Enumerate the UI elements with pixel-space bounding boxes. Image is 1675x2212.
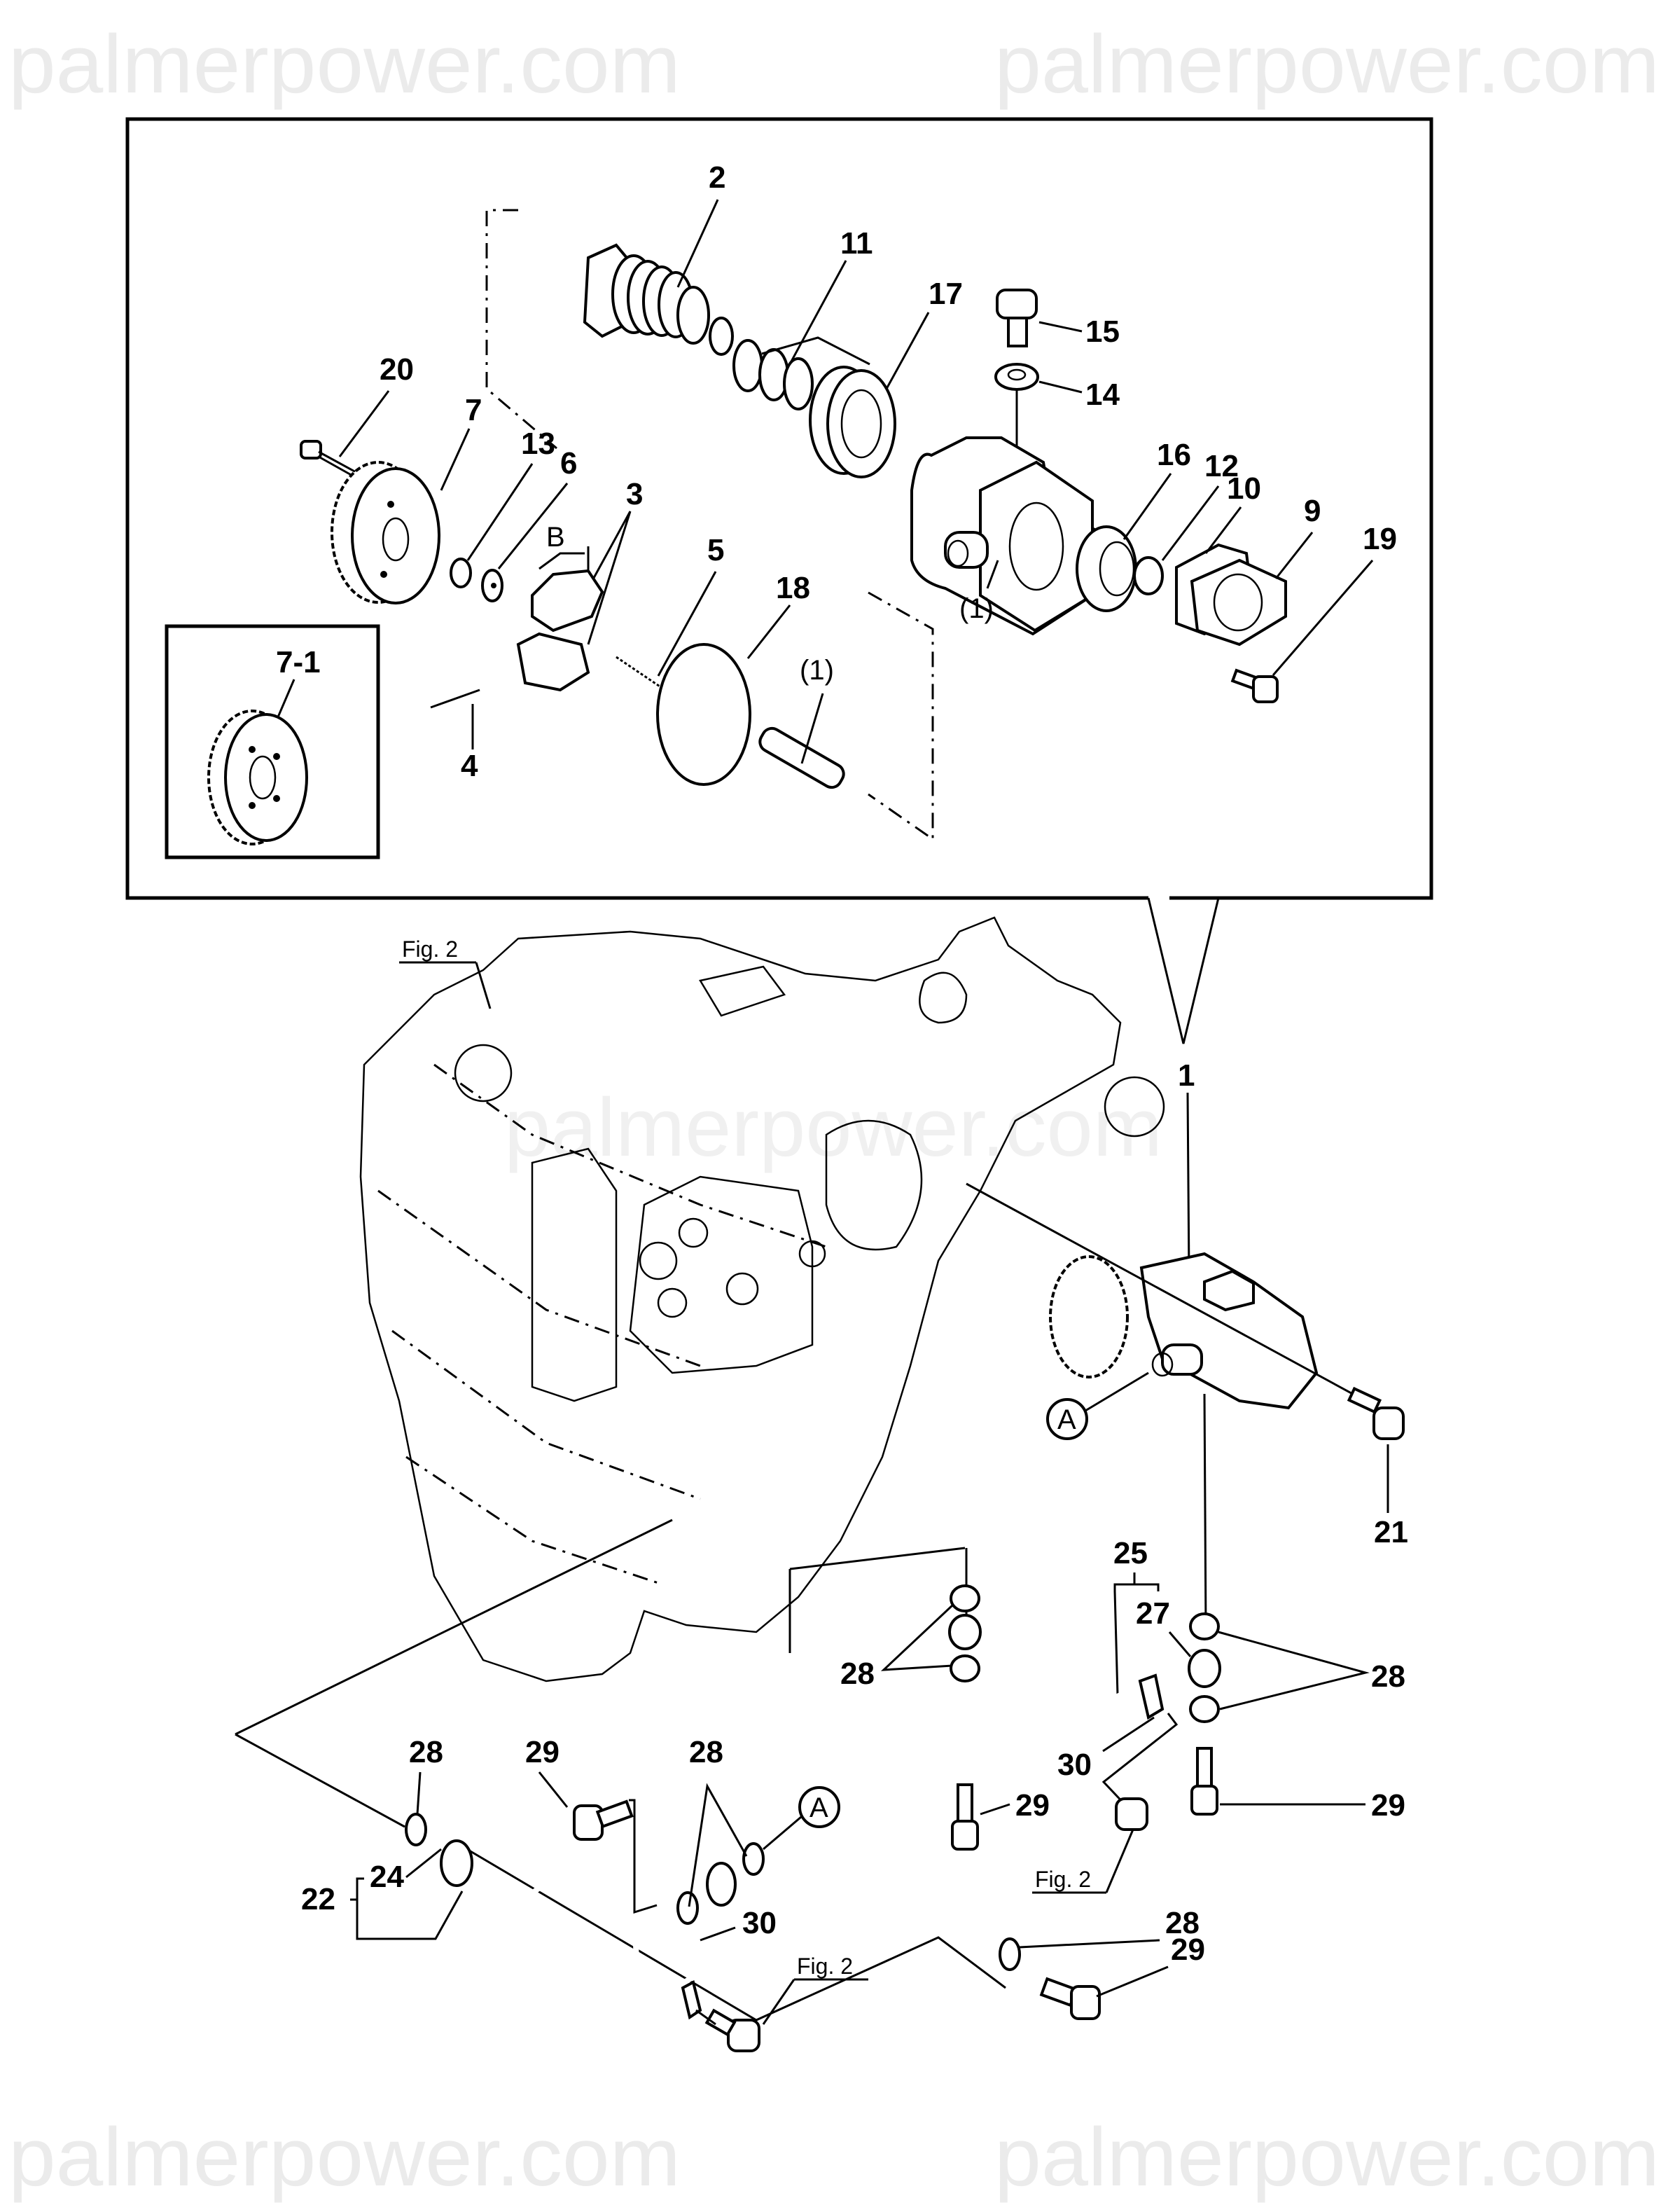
part-7-gear [331,461,440,604]
detail-pointer [1147,897,1220,1044]
callout-27: 27 [1136,1596,1170,1631]
part-1-shaft [758,726,845,789]
ref-a-lower: A [809,1792,828,1823]
washers-28-right-group [950,1584,1220,1723]
callout-30-b: 30 [742,1906,777,1940]
detail-frame [125,117,1433,1044]
part-30-bolt-left [704,2008,760,2052]
callout-15: 15 [1085,314,1120,349]
inset-gear-7-1: 7-1 [165,624,380,859]
callout-29-a: 29 [1015,1788,1050,1823]
callout-5: 5 [707,533,724,567]
callout-7-1: 7-1 [276,645,321,679]
callout-13: 13 [521,427,555,461]
part-15-plug [996,289,1038,347]
part-18-oring [656,643,751,786]
part-29-bolt-c [573,1799,634,1841]
watermark-top-left: palmerpower.com [8,18,681,111]
callout-25: 25 [1113,1536,1148,1570]
reference-circle-a-lower [798,1786,840,1828]
part-20-bolt [300,440,358,478]
reference-circle-a-upper [1046,1398,1088,1440]
fig-ref-mid[interactable]: Fig. 2 [1035,1867,1091,1892]
callout-1-shaft: (1) [800,655,834,686]
callout-18: 18 [776,571,810,605]
callout-7: 7 [465,393,482,427]
ref-a-upper: A [1057,1404,1076,1435]
part-11-rings [732,339,814,410]
callout-29-c: 29 [525,1735,560,1769]
callout-19: 19 [1363,522,1397,556]
part-16-seal [1076,525,1137,612]
part-19-bolt [1230,668,1279,703]
callout-22: 22 [301,1882,335,1916]
watermark-bottom-left: palmerpower.com [8,2111,681,2204]
watermark-bottom-right: palmerpower.com [994,2111,1660,2204]
part-4-pin [430,689,480,709]
callout-21: 21 [1374,1515,1408,1549]
callout-29-d: 29 [1171,1933,1205,1967]
callout-29-b: 29 [1371,1788,1405,1823]
callout-11: 11 [840,226,873,261]
part-13-clip [450,558,472,588]
view-b-label: B [546,522,565,553]
fig-ref-bottom[interactable]: Fig. 2 [797,1954,853,1979]
part-1-pump-assembled [1049,1252,1319,1410]
watermark-top-right: palmerpower.com [994,18,1660,111]
callout-24: 24 [370,1860,404,1894]
part-12-ring [1133,556,1164,595]
callout-28-c: 28 [409,1735,443,1769]
part-22-pipe-left [440,1811,752,2020]
callout-1-housing: (1) [959,593,994,624]
callout-17: 17 [929,277,963,311]
gear-icon [207,710,308,845]
part-29-bolt-b [1190,1747,1218,1816]
callout-16: 16 [1157,438,1191,472]
part-2-shaft [583,243,734,356]
callout-28-d: 28 [689,1735,723,1769]
callout-28-b: 28 [1371,1659,1405,1694]
part-3-weights [516,569,604,692]
callout-14: 14 [1085,378,1120,412]
watermark-middle: palmerpower.com [504,1081,1162,1174]
leader-pump-axis [966,1182,1366,1402]
part-25-pipe-right [896,1607,1235,1796]
part-30-bolt-right [1115,1797,1148,1831]
part-14-washer [994,363,1039,391]
part-29-bolt-d [1039,1977,1101,2020]
callout-1: 1 [1178,1058,1195,1093]
callout-10: 10 [1227,471,1261,506]
washers-28-left-group [405,1813,1021,1971]
callout-3: 3 [626,477,643,511]
part-17-bearing [809,366,896,478]
callout-30-a: 30 [1057,1748,1092,1782]
fig-ref-top[interactable]: Fig. 2 [402,936,458,962]
callout-2: 2 [709,160,725,195]
part-9-cover [1190,558,1287,647]
bracket-right [868,591,934,841]
bracket-left [485,209,557,450]
callout-28-e: 28 [1165,1906,1200,1940]
part-6-washer [481,569,503,602]
callout-20: 20 [380,352,414,387]
callout-12: 12 [1204,449,1239,483]
callout-28-a: 28 [840,1657,875,1691]
callout-9: 9 [1304,494,1321,528]
part-21-bolt [1347,1386,1405,1440]
part-1-housing [910,436,1101,636]
part-29-bolt-a [951,1783,979,1851]
engine-block [359,916,1165,1682]
callout-4: 4 [461,749,478,783]
callout-6: 6 [560,446,577,481]
